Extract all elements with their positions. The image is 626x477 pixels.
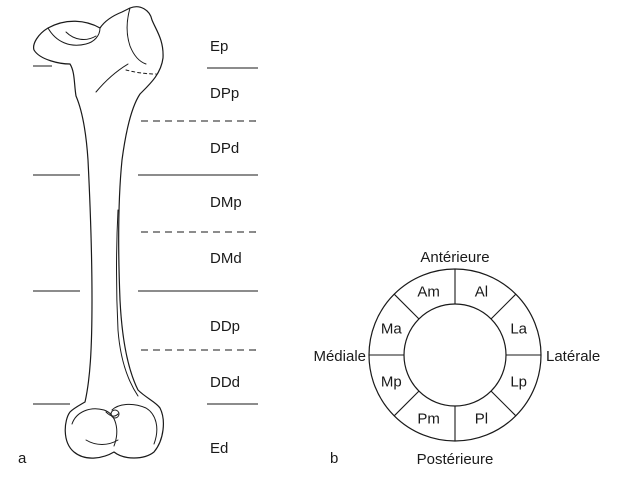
sector-label-ma: Ma (381, 321, 402, 338)
cross-section-diagram: Al La Lp Pl Pm Mp Ma Am (369, 269, 541, 441)
zone-label-ddp: DDp (210, 318, 240, 335)
zone-label-ddd: DDd (210, 374, 240, 391)
zone-label-dpp: DPp (210, 85, 239, 102)
sector-label-am: Am (417, 283, 440, 300)
sector-label-lp: Lp (510, 373, 527, 390)
sector-label-pl: Pl (475, 411, 488, 428)
zone-dividers-right (138, 68, 258, 404)
sector-label-mp: Mp (381, 373, 402, 390)
sector-label-la: La (510, 321, 527, 338)
direction-medial: Médiale (313, 348, 366, 365)
zone-label-dmp: DMp (210, 194, 242, 211)
direction-lateral: Latérale (546, 348, 600, 365)
zone-label-dmd: DMd (210, 250, 242, 267)
panel-b-letter: b (330, 450, 338, 467)
zone-dividers-left (33, 66, 80, 404)
zone-label-ep: Ep (210, 38, 228, 55)
zone-label-dpd: DPd (210, 140, 239, 157)
sector-label-pm: Pm (417, 411, 440, 428)
direction-posterior: Postérieure (417, 451, 494, 468)
zone-labels: Ep DPp DPd DMp DMd DDp DDd Ed (210, 38, 242, 457)
sector-label-al: Al (475, 283, 488, 300)
direction-anterior: Antérieure (420, 249, 489, 266)
zone-label-ed: Ed (210, 440, 228, 457)
inner-ring (404, 304, 506, 406)
panel-a-letter: a (18, 450, 27, 467)
